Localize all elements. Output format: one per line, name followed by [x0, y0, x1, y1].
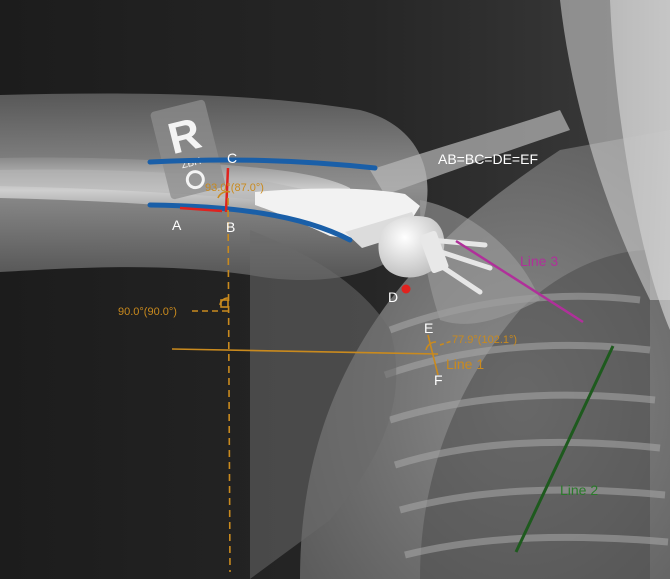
angle-top-label: 93.0°(87.0°)	[205, 182, 264, 194]
line-3-label: Line 3	[520, 253, 558, 269]
line-2-label: Line 2	[560, 482, 598, 498]
line-1-label: Line 1	[446, 356, 484, 372]
line-3	[455, 239, 584, 324]
angle-arc-top	[217, 190, 231, 199]
point-d-label: D	[388, 289, 398, 305]
right-angle-leader	[439, 340, 453, 346]
angle-left-label: 90.0°(90.0°)	[118, 306, 177, 318]
angle-right-label: 77.9°(102.1°)	[452, 334, 517, 346]
point-a-label: A	[172, 217, 182, 233]
angle-arc-right	[425, 341, 437, 351]
humerus-lower-cortex-line	[147, 202, 353, 243]
side-marker: R ZBH	[150, 99, 226, 200]
horizontal-reference-line	[171, 348, 439, 355]
equation-label: AB=BC=DE=EF	[438, 151, 538, 167]
humerus-upper-cortex-line	[147, 157, 378, 171]
measurement-overlay: AB=BC=DE=EF A B C D E F Line 1 Line 2 Li…	[118, 150, 615, 573]
point-b-label: B	[226, 219, 235, 235]
point-c-label: C	[227, 150, 237, 166]
line-2	[514, 345, 615, 553]
shoulder-implant	[255, 188, 493, 295]
point-f-label: F	[434, 372, 443, 388]
line-ef	[427, 334, 439, 376]
point-d-marker	[401, 284, 411, 294]
point-e-label: E	[424, 320, 433, 336]
line-bc	[224, 167, 230, 213]
line-ab	[179, 206, 223, 213]
vertical-reference-line	[227, 197, 231, 573]
